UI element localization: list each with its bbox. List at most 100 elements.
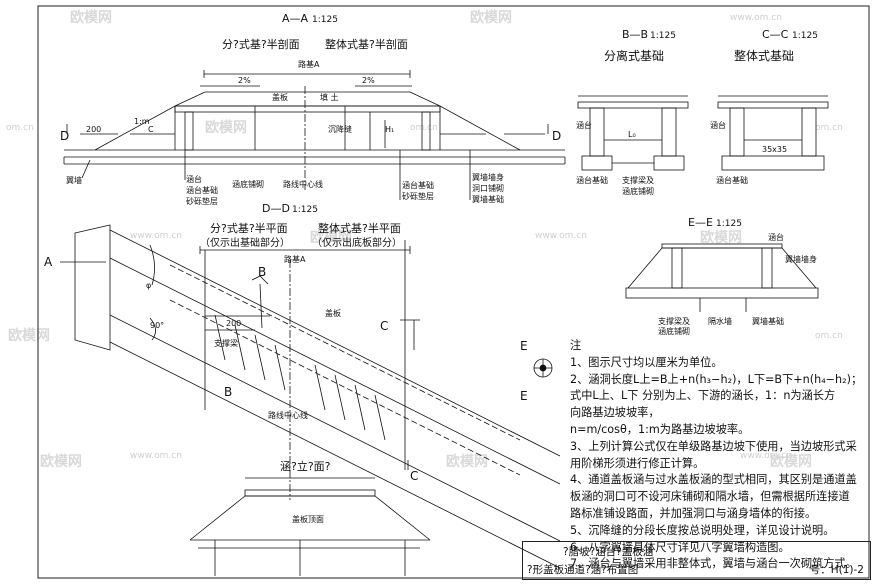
notes-lines: 1、图示尺寸均以厘米为单位。 2、涵洞长度L上=B上+n(h₃−h₂)，L下=B下… <box>570 355 866 573</box>
cut-e-bottom: E <box>520 389 528 403</box>
section-ee-labels: E—E 1:125 翼墙墙身 翼墙基础 隔水墙 支撑梁及 涵底铺砌 涵台 <box>658 216 817 336</box>
section-aa-labels: A—A 1:125 分?式基?半剖面 整体式基?半剖面 路基A 2% 2% 20… <box>60 12 561 206</box>
wing-wall-label: 翼墙 <box>66 175 82 185</box>
cut-c-top: C <box>380 319 388 333</box>
section-cc <box>717 95 829 171</box>
title-block-sheet: 号：H(1)-2 <box>809 564 864 576</box>
cc-dim-35: 35x35 <box>762 145 787 154</box>
note-line: 6、八字翼墙具体尺寸详见八字翼墙构造图。 <box>570 540 790 554</box>
watermarks: 欧模网 欧模网 www.om.cn 欧模网 欧模网 欧模网 欧模网 欧模网 欧模… <box>6 9 843 470</box>
dd-dim-200: 200 <box>226 319 241 328</box>
gravel-cushion-right-label: 砂砾垫层 <box>402 191 434 201</box>
watermark-url: om.cn <box>410 123 438 133</box>
note-line: 用阶梯形须进行修正计算。 <box>570 456 705 470</box>
section-bb-title: B—B <box>622 28 648 41</box>
bb-support-beam-label: 支撑梁及 <box>622 175 654 185</box>
section-bb <box>577 95 689 171</box>
watermark-url: om.cn <box>6 123 34 133</box>
dd-road-width: 路基A <box>284 254 306 264</box>
wing-base-label: 翼墙基础 <box>472 194 504 204</box>
section-dd-labels: D—D 1:125 分?式基?半平面 （仅示出基础部分） 整体式基?半平面 （仅… <box>44 202 528 483</box>
note-line: 向路基边坡坡率， <box>570 406 660 420</box>
road-centerline-label: 路线中心线 <box>283 179 323 189</box>
opening-title: 涵?立?面? <box>280 459 331 473</box>
north-arrow <box>533 358 553 378</box>
section-bb-labels: B—B 1:125 分离式基础 涵台 涵台基础 支撑梁及 涵底铺砌 L₀ <box>576 28 676 196</box>
section-ee <box>625 243 819 312</box>
section-aa-left-half: 分?式基?半剖面 <box>222 37 300 51</box>
title-block: ?腊坡?涵台?盖板涵 ?形盖板通道?涵?布置图 号：H(1)-2 <box>522 541 871 580</box>
watermark-brand: 欧模网 <box>205 119 247 136</box>
bottom-paving-label: 涵底铺砌 <box>232 179 264 189</box>
note-line: 5、沉降缝的分段长度按总说明处理，详见设计说明。 <box>570 523 835 537</box>
section-bb-scale: 1:125 <box>650 31 676 41</box>
slope-left: 2% <box>238 76 251 85</box>
ee-wall-label: 隔水墙 <box>708 316 732 326</box>
section-dd-left-half: 分?式基?半平面 <box>210 221 288 235</box>
ee-wing-body-label: 翼墙墙身 <box>785 254 817 264</box>
section-dd-right-half: 整体式基?半平面 <box>318 221 401 235</box>
watermark-brand: 欧模网 <box>700 229 742 246</box>
section-aa <box>63 70 566 200</box>
settlement-joint-label: 沉降缝 <box>328 124 352 134</box>
section-bb-caption: 分离式基础 <box>604 48 664 63</box>
bb-dim-l0: L₀ <box>628 130 636 139</box>
title-block-row2: ?形盖板通道?涵?布置图 <box>527 564 639 576</box>
section-ee-scale: 1:125 <box>716 219 742 229</box>
cut-d-left: D <box>60 129 69 143</box>
note-line: 路标准铺设路面，并加强洞口与涵身墙体的衔接。 <box>570 506 817 520</box>
note-line: n=m/cosθ，1:m为路基边坡坡率。 <box>570 422 750 436</box>
watermark-brand: 欧模网 <box>470 9 512 26</box>
cut-a-left: A <box>44 255 53 269</box>
ee-bottom-paving-label: 涵底铺砌 <box>658 326 690 336</box>
bb-abutment-base-label: 涵台基础 <box>576 175 608 185</box>
cc-abutment-base-label: 涵台基础 <box>716 175 748 185</box>
dim-c: C <box>148 125 154 134</box>
bb-bottom-paving-label: 涵底铺砌 <box>622 186 654 196</box>
fill-soil-label: 填 土 <box>320 92 339 102</box>
opening-elevation <box>189 477 431 576</box>
dd-angle: 90° <box>150 321 164 330</box>
wing-mouth-label: 洞口铺砌 <box>472 183 504 193</box>
abutment-base-right-label: 涵台基础 <box>402 180 434 190</box>
note-line: 式中L上、L下 分别为上、下游的涵长，1：n为涵长方 <box>570 389 836 403</box>
note-line: 3、上列计算公式仅在单级路基边坡下使用，当边坡形式采 <box>570 439 857 453</box>
section-ee-title: E—E <box>688 216 713 229</box>
section-dd-right-note: （仅示出底板部分） <box>312 236 402 249</box>
ee-support-beam-label: 支撑梁及 <box>658 316 690 326</box>
watermark-url: www.om.cn <box>730 13 782 23</box>
ee-abutment-label: 涵台 <box>768 232 784 242</box>
section-cc-labels: C—C 1:125 整体式基础 涵台 35x35 涵台基础 <box>710 28 818 185</box>
watermark-brand: 欧模网 <box>446 453 488 470</box>
section-dd-title: D—D <box>262 202 290 215</box>
section-cc-caption: 整体式基础 <box>734 48 794 63</box>
dd-road-centerline: 路线中心线 <box>268 410 308 420</box>
section-aa-right-half: 整体式基?半剖面 <box>325 37 408 51</box>
opening-elevation-labels: 涵?立?面? 盖板顶面 <box>280 459 331 524</box>
cut-b-top: B <box>258 265 266 279</box>
note-line: 1、图示尺寸均以厘米为单位。 <box>570 355 723 369</box>
slope-right: 2% <box>362 76 375 85</box>
cut-c-bottom: C <box>410 469 418 483</box>
watermark-brand: 欧模网 <box>40 453 82 470</box>
section-dd-scale: 1:125 <box>292 205 318 215</box>
cut-b-bottom: B <box>224 385 232 399</box>
section-aa-scale: 1:125 <box>312 15 338 25</box>
note-line: 7、涵台与翼墙采用非整体式，翼墙与涵台一次砌筑方式。 <box>570 557 857 571</box>
bb-abutment-label: 涵台 <box>576 120 592 130</box>
abutment-base-label: 涵台基础 <box>186 185 218 195</box>
note-line: 4、通道盖板涵与过水盖板涵的型式相同，其区别是通道盖 <box>570 473 857 487</box>
cut-e-top: E <box>520 339 528 353</box>
note-line: 板涵的洞口可不设河床铺砌和隔水墙，但需根据所连接道 <box>570 490 850 504</box>
note-line: 2、涵洞长度L上=B上+n(h₃−h₂)，L下=B下+n(h₄−h₂)； <box>570 372 863 386</box>
dd-support-beam: 支撑梁 <box>214 338 238 348</box>
section-dd-left-note: （仅示出基础部分） <box>200 236 290 249</box>
notes-heading: 注 <box>570 339 582 352</box>
watermark-url: www.om.cn <box>740 451 792 461</box>
cut-d-right: D <box>552 129 561 143</box>
design-notes: 注 1、图示尺寸均以厘米为单位。 2、涵洞长度L上=B上+n(h₃−h₂)，L下=… <box>570 338 866 573</box>
gravel-cushion-label: 砂砾垫层 <box>186 196 218 206</box>
slope-ratio: 1:m <box>134 117 150 126</box>
